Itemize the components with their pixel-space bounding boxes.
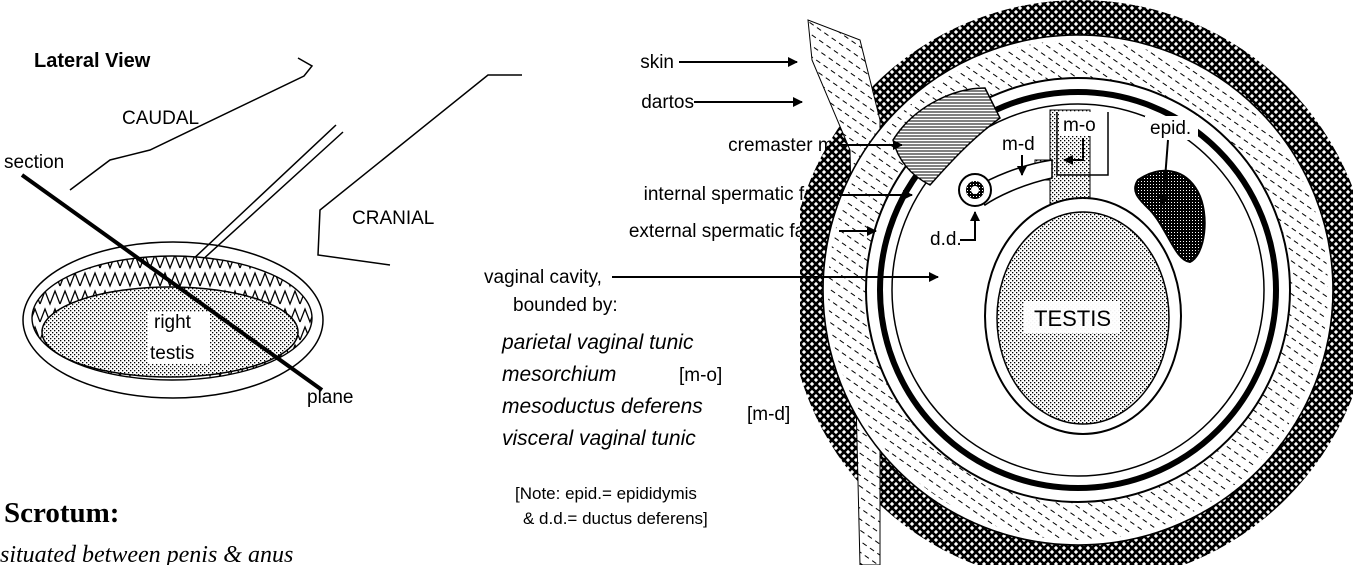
lateral-view: Lateral View CAUDAL CRANIAL section plan…	[4, 50, 522, 408]
layer-labels: skin dartos cremaster m. internal sperma…	[484, 52, 839, 528]
visceral-tunic-label: visceral vaginal tunic	[502, 427, 696, 450]
m-d-label: m-d	[1002, 134, 1035, 155]
section-label: section	[4, 152, 64, 173]
testis-section-label: TESTIS	[1034, 306, 1111, 331]
bounded-by-label: bounded by:	[513, 295, 618, 316]
mesorchium-abbr: [m-o]	[679, 365, 722, 386]
cranial-label: CRANIAL	[352, 208, 434, 229]
caudal-label: CAUDAL	[122, 108, 199, 129]
scrotum-heading: Scrotum:	[4, 497, 119, 529]
dartos-label: dartos	[641, 92, 694, 113]
cranial-outline	[318, 75, 522, 265]
parietal-tunic-label: parietal vaginal tunic	[501, 331, 694, 354]
note-line2: & d.d.= ductus deferens]	[523, 509, 708, 528]
m-o-label: m-o	[1063, 115, 1096, 136]
cross-section: TESTIS m-d m-o epid. d.d.	[788, 0, 1353, 565]
note-line1: [Note: epid.= epididymis	[515, 484, 697, 503]
testis-label-line1: right	[154, 312, 192, 333]
testis-label-line2: testis	[150, 343, 194, 364]
d-d-label: d.d.	[930, 229, 962, 250]
mesorchium-label: mesorchium	[502, 363, 616, 386]
lateral-view-title: Lateral View	[34, 50, 151, 72]
mesoductus-label: mesoductus deferens	[502, 395, 703, 418]
plane-label: plane	[307, 387, 354, 408]
vaginal-cavity-label: vaginal cavity,	[484, 267, 602, 288]
skin-label: skin	[640, 52, 674, 73]
cremaster-label: cremaster m.	[728, 135, 839, 156]
mesoductus-abbr: [m-d]	[747, 404, 790, 425]
epid-label: epid.	[1150, 118, 1191, 139]
scrotum-subtitle: situated between penis & anus	[0, 542, 293, 565]
